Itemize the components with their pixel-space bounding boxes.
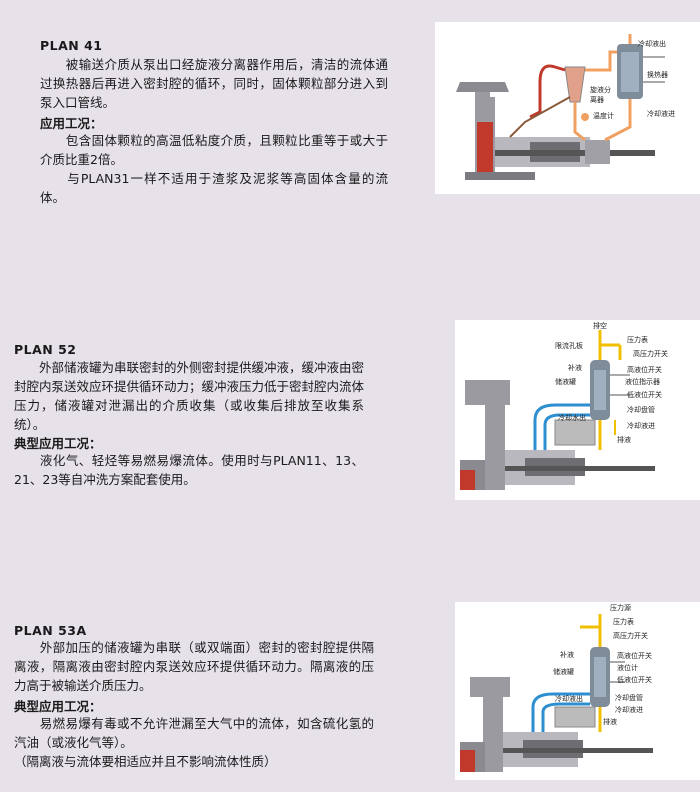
plan53a-title: PLAN 53A: [14, 623, 87, 638]
plan53a-label-pressure-source: 压力源: [610, 603, 631, 612]
plan53a-label-drain: 排液: [603, 717, 617, 726]
plan53a-label-level-gauge: 液位计: [617, 663, 638, 672]
plan52-label-low-level-switch: 低液位开关: [627, 390, 662, 399]
plan41-section: PLAN 41 被输送介质从泵出口经旋液分离器作用后，清洁的流体通过换热器后再进…: [0, 0, 700, 215]
plan41-label-thermometer: 温度计: [593, 111, 614, 120]
plan52-label-high-pressure-switch: 高压力开关: [633, 349, 668, 358]
plan52-app-text-1: 液化气、轻烃等易燃易爆流体。使用时与PLAN11、13、21、23等自冲洗方案配…: [14, 453, 364, 487]
plan53a-description: 外部加压的储液罐为串联（或双端面）密封的密封腔提供隔离液，隔离液由密封腔内泵送效…: [14, 640, 374, 693]
plan53a-section: PLAN 53A 外部加压的储液罐为串联（或双端面）密封的密封腔提供隔离液，隔离…: [0, 590, 700, 792]
plan53a-label-low-level-switch: 低液位开关: [617, 675, 652, 684]
plan52-label-cool-out: 冷却水出: [558, 413, 586, 422]
plan52-label-cool-in: 冷却液进: [627, 421, 655, 430]
plan41-label-cyclone-1: 旋液分: [590, 85, 611, 94]
plan41-label-cool-in: 冷却液进: [647, 109, 675, 118]
plan53a-app-text-2: （隔离液与流体要相适应并且不影响流体性质）: [14, 754, 277, 769]
plan53a-label-tank: 储液罐: [553, 667, 574, 676]
plan53a-label-cool-out: 冷却液出: [555, 694, 583, 703]
plan52-label-pressure-gauge: 压力表: [627, 335, 648, 344]
plan41-description: 被输送介质从泵出口经旋液分离器作用后，清洁的流体通过换热器后再进入密封腔的循环，…: [40, 57, 388, 110]
plan52-label-tank: 储液罐: [555, 377, 576, 386]
plan53a-label-pressure-gauge: 压力表: [613, 617, 634, 626]
plan41-app-text-1: 包含固体颗粒的高温低粘度介质，且颗粒比重等于或大于介质比重2倍。: [40, 133, 388, 167]
plan53a-app-text-1: 易燃易爆有毒或不允许泄漏至大气中的流体，如含硫化氢的汽油（或液化气等）。: [14, 716, 374, 750]
plan52-label-orifice: 限流孔板: [555, 341, 583, 350]
plan41-app-label: 应用工况：: [40, 116, 103, 131]
plan52-section: PLAN 52 外部储液罐为串联密封的外侧密封提供缓冲液，缓冲液由密封腔内泵送效…: [0, 300, 700, 500]
plan41-app-text-2: 与PLAN31一样不适用于渣浆及泥浆等高固体含量的流体。: [40, 171, 388, 205]
plan52-app-label: 典型应用工况：: [14, 436, 102, 451]
plan53a-app-label: 典型应用工况：: [14, 699, 102, 714]
plan52-label-coil: 冷却盘管: [627, 405, 655, 414]
plan53a-label-high-level-switch: 高液位开关: [617, 651, 652, 660]
plan53a-label-cool-in: 冷却液进: [615, 705, 643, 714]
plan52-label-drain: 排液: [617, 435, 631, 444]
plan53a-diagram: 压力源 压力表 高压力开关 补液 高液位开关 储液罐 液位计 低液位开关 冷却液…: [455, 602, 700, 780]
plan52-label-fill: 补液: [568, 363, 582, 372]
plan52-label-vent: 排空: [593, 321, 607, 330]
plan41-label-cool-out: 冷却液出: [638, 39, 666, 48]
plan52-title: PLAN 52: [14, 342, 77, 357]
plan52-label-high-level-switch: 高液位开关: [627, 365, 662, 374]
plan53a-label-coil: 冷却盘管: [615, 693, 643, 702]
plan52-label-level-indicator: 液位指示器: [625, 377, 660, 386]
plan53a-label-high-pressure-switch: 高压力开关: [613, 631, 648, 640]
plan41-label-heat-exchanger: 换热器: [647, 70, 668, 79]
plan41-diagram: 冷却液出 换热器 旋液分 离器 温度计 冷却液进: [435, 22, 700, 194]
plan52-diagram: 排空 限流孔板 压力表 高压力开关 补液 高液位开关 储液罐 液位指示器 低液位…: [455, 320, 700, 500]
plan41-label-cyclone-2: 离器: [590, 95, 604, 104]
plan52-description: 外部储液罐为串联密封的外侧密封提供缓冲液，缓冲液由密封腔内泵送效应环提供循环动力…: [14, 360, 365, 432]
plan41-title: PLAN 41: [40, 38, 103, 53]
plan53a-label-fill: 补液: [560, 650, 574, 659]
